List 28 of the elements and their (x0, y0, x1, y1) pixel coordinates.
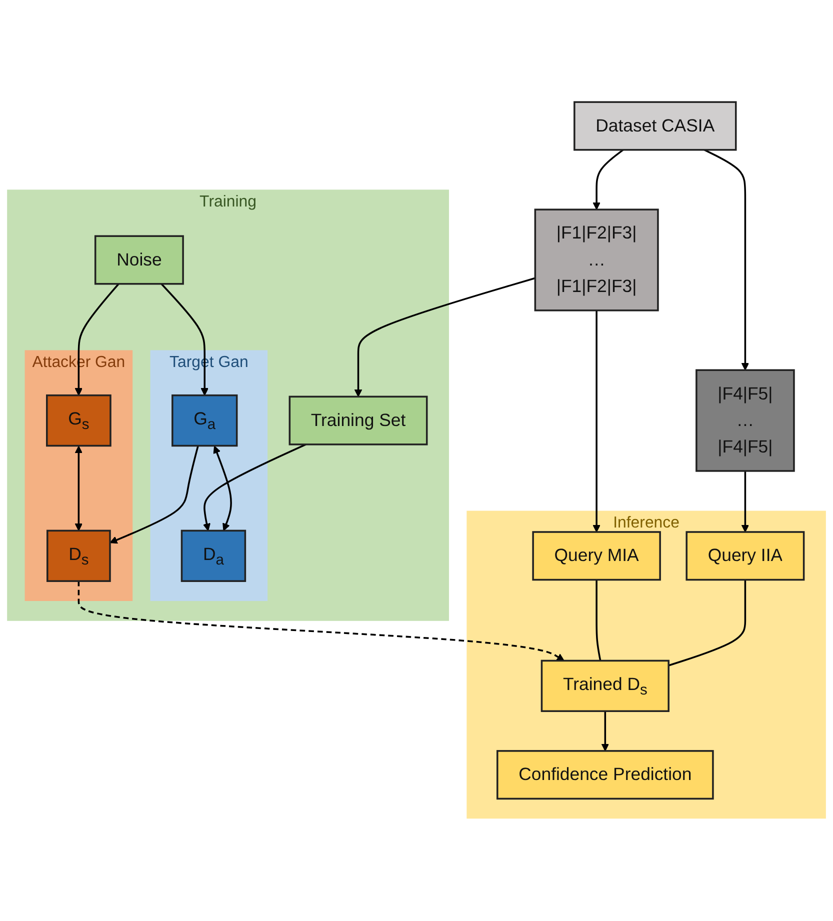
node-box: Trained D$_{s}$ (540, 660, 670, 712)
node-box: Query MIA (532, 531, 661, 581)
arrow (213, 446, 232, 532)
arrow (592, 310, 600, 532)
node-box: Dataset CASIA (574, 101, 737, 151)
arrow (202, 444, 306, 532)
arrow (704, 149, 750, 371)
arrow (160, 283, 208, 396)
arrow (74, 446, 83, 532)
arrow (110, 446, 199, 544)
node-box: Confidence Prediction (496, 750, 714, 800)
node-box: Noise (94, 235, 184, 285)
node-box: Query IIA (686, 531, 805, 581)
node-box: D$_{s}$ (46, 530, 111, 582)
node-box: G$_{a}$ (172, 394, 238, 447)
node-box: Training Set (288, 396, 428, 446)
connector (596, 580, 602, 662)
arrow (601, 711, 610, 752)
connector (668, 580, 746, 666)
arrow (74, 283, 120, 396)
arrow (354, 277, 536, 398)
arrow (592, 149, 624, 210)
node-box: |F4|F5| … |F4|F5| (696, 369, 795, 472)
node-box: D$_{a}$ (180, 530, 246, 582)
node-box: G$_{s}$ (46, 394, 112, 447)
node-box: |F1|F2|F3| … |F1|F2|F3| (534, 208, 659, 312)
arrow (741, 471, 750, 532)
arrow (78, 581, 564, 662)
